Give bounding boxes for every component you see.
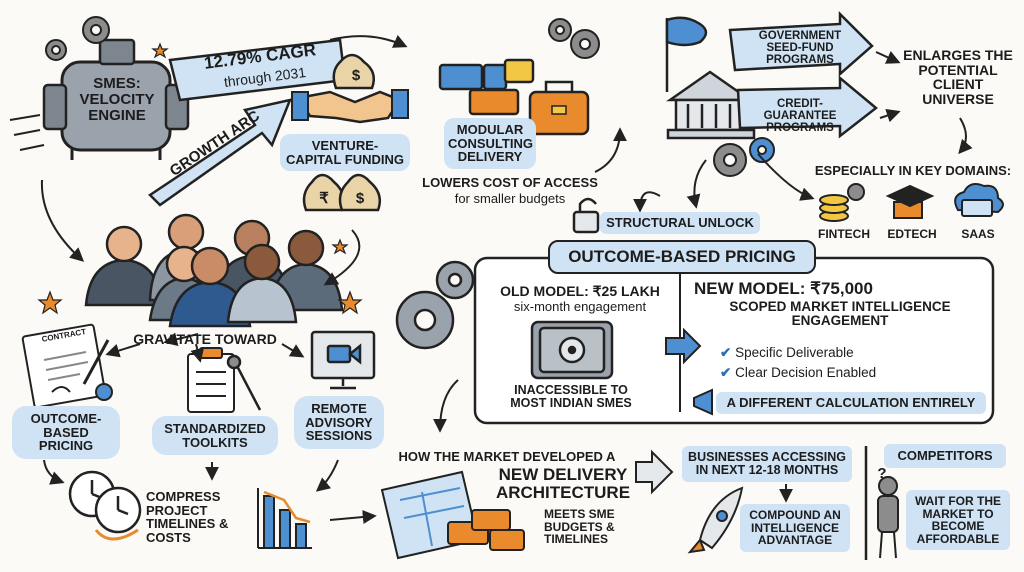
rupee-bag-symbol: ₹ (314, 191, 334, 207)
structural-unlock-label: STRUCTURAL UNLOCK (600, 212, 760, 234)
modular-delivery-label: MODULAR CONSULTING DELIVERY (444, 118, 536, 169)
lowers-cost-label: LOWERS COST OF ACCESS (420, 176, 600, 190)
accessing-pill: BUSINESSES ACCESSING IN NEXT 12-18 MONTH… (682, 446, 852, 482)
check-icon: ✔ (720, 365, 731, 380)
check-item-decision: ✔ Clear Decision Enabled (720, 366, 960, 381)
compress-label: COMPRESS PROJECT TIMELINES & COSTS (146, 490, 250, 545)
safe-icon (532, 322, 612, 378)
architecture-sub: MEETS SME BUDGETS & TIMELINES (544, 508, 644, 546)
old-model-note: INACCESSIBLE TO MOST INDIAN SMEs (496, 384, 646, 410)
thinking-person-icon (878, 477, 898, 558)
dollar-bag-symbol: $ (350, 191, 370, 207)
outcome-pricing-title: OUTCOME-BASED PRICING (548, 240, 816, 274)
architecture-lead: HOW THE MARKET DEVELOPED A (382, 450, 632, 464)
domain-fintech: FINTECH (810, 228, 878, 241)
outcome-pricing-pill: OUTCOME-BASED PRICING (12, 406, 120, 459)
new-model-sub: SCOPED MARKET INTELLIGENCE ENGAGEMENT (694, 300, 986, 328)
engine-label: SMEs: VELOCITY ENGINE (72, 76, 162, 123)
check-icon: ✔ (720, 345, 731, 360)
wait-pill: WAIT FOR THE MARKET TO BECOME AFFORDABLE (906, 490, 1010, 550)
different-calc-label: A DIFFERENT CALCULATION ENTIRELY (716, 392, 986, 414)
credit-guarantee-label: CREDIT-GUARANTEE PROGRAMS (752, 98, 848, 134)
architecture-to-outcomes-arrow (636, 452, 672, 492)
vc-funding-label: VENTURE-CAPITAL FUNDING (280, 134, 410, 171)
competitors-pill: COMPETITORS (884, 444, 1006, 468)
rocket-icon (690, 488, 742, 552)
lego-blocks-icon (440, 60, 533, 114)
seed-fund-label: GOVERNMENT SEED-FUND PROGRAMS (752, 30, 848, 66)
dollar-top-bag-symbol: $ (346, 68, 366, 84)
domain-saas: SAAS (950, 228, 1006, 241)
gear-icon (549, 19, 599, 58)
check-label: Clear Decision Enabled (735, 365, 876, 380)
enlarges-label: ENLARGES THE POTENTIAL CLIENT UNIVERSE (898, 48, 1018, 107)
new-model-title: NEW MODEL: ₹75,000 (694, 280, 986, 298)
speed-lines (10, 115, 44, 150)
team-illustration (86, 215, 342, 326)
lowers-cost-sublabel: for smaller budgets (430, 192, 590, 206)
check-item-deliverable: ✔ Specific Deliverable (720, 346, 960, 361)
key-domains-title: ESPECIALLY IN KEY DOMAINS: (808, 164, 1018, 178)
compound-pill: COMPOUND AN INTELLIGENCE ADVANTAGE (740, 504, 850, 552)
gear-icon (714, 138, 774, 176)
toolbox-icon (530, 82, 588, 134)
old-model-title: OLD MODEL: ₹25 LAKH (482, 284, 678, 299)
graduation-cap-icon (888, 186, 932, 218)
clocks-icon (70, 472, 140, 539)
question-mark: ? (874, 466, 890, 482)
declining-bars-icon (258, 488, 312, 548)
check-label: Specific Deliverable (735, 345, 854, 360)
domain-edtech: EDTECH (880, 228, 944, 241)
video-monitor-icon (312, 332, 374, 388)
handshake-icon (292, 90, 408, 122)
cloud-icon (955, 184, 1003, 216)
toolkits-pill: STANDARDIZED TOOLKITS (152, 416, 278, 455)
remote-sessions-pill: REMOTE ADVISORY SESSIONS (294, 396, 384, 449)
gravitate-title: GRAVITATE TOWARD (130, 332, 280, 347)
old-model-sub: six-month engagement (482, 300, 678, 314)
architecture-title: NEW DELIVERY ARCHITECTURE (494, 466, 632, 502)
gear-icon (397, 262, 473, 348)
fintech-coins-icon (820, 184, 864, 221)
clipboard-icon (188, 348, 234, 412)
